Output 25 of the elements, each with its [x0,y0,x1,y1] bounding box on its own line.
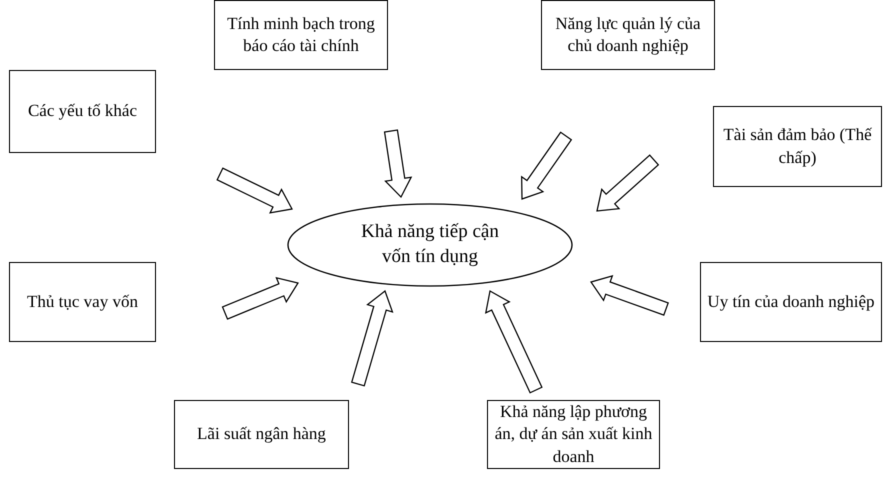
block-arrow [384,129,412,198]
node-text: Khả năng lập phương án, dự án sản xuất kinh doanh [494,401,654,468]
factor-box [214,0,388,70]
factor-box [174,400,349,469]
node-text: Các yếu tố khác [28,100,138,122]
factor-box [9,70,156,153]
block-arrow [596,154,660,212]
node-text: Thủ tục vay vốn [27,290,138,313]
node-text: Uy tín của doanh nghiệp [707,290,875,313]
block-arrow [484,290,543,394]
central-ellipse [287,203,573,287]
factor-box [713,106,882,187]
block-arrow [590,274,669,316]
block-arrow [351,290,394,387]
factor-box [9,262,156,342]
block-arrow [222,276,299,320]
node-text: Lãi suất ngân hàng [197,423,326,446]
node-text: Tài sản đảm bảo (Thế chấp) [722,124,873,169]
node-text: Năng lực quản lý của chủ doanh nghiệp [554,12,702,57]
node-text: Khả năng tiếp cận vốn tín dụng [360,220,500,269]
block-arrow [521,131,572,200]
factor-box [541,0,715,70]
node-text: Tính minh bạch trong báo cáo tài chính [226,12,376,57]
block-arrow [216,167,293,214]
factor-box [700,262,882,342]
